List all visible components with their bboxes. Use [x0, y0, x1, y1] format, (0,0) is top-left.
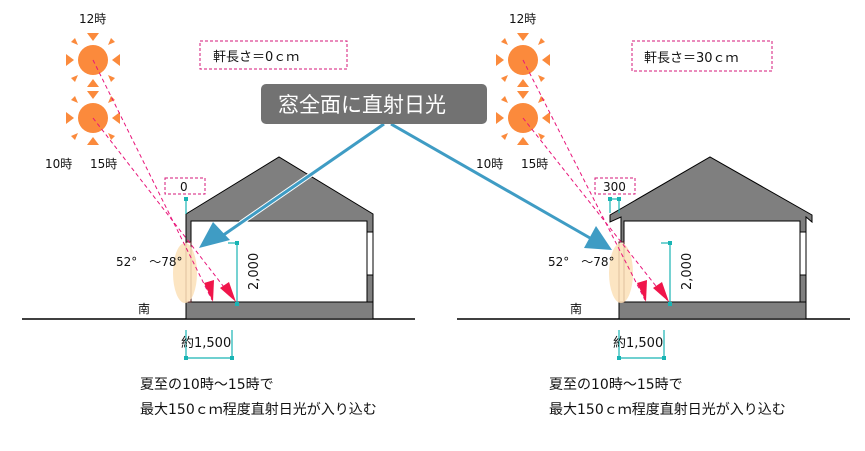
sun-ray-noon — [92, 59, 213, 301]
caption-line-2: 最大150ｃｍ程度直射日光が入り込む — [140, 401, 377, 418]
depth-dim-label: 約1,500 — [613, 336, 663, 351]
glare-ellipse — [173, 243, 197, 303]
callout-arrowhead-left — [199, 222, 230, 248]
sun-15-label: 15時 — [521, 157, 548, 171]
eave-dim-box — [164, 177, 206, 195]
sun-ray-low — [92, 117, 235, 301]
caption-line-1: 夏至の10時～15時で — [140, 377, 274, 393]
ray-arrowhead-1 — [637, 280, 647, 302]
sun-ray-low — [522, 117, 668, 301]
house-section — [609, 156, 813, 320]
callout-arrowhead-right — [584, 226, 612, 250]
sun-10-label: 10時 — [476, 157, 503, 171]
eave-length-label: 軒長さ＝30ｃｍ — [644, 51, 739, 66]
eave-dim-value: 0 — [180, 180, 188, 194]
callout-box — [261, 84, 487, 124]
glare-ellipse — [609, 243, 633, 303]
height-dim-label: 2,000 — [247, 253, 262, 290]
callout-arrow-right — [390, 122, 591, 240]
height-dim-label: 2,000 — [680, 253, 695, 290]
ray-arrowhead-2 — [653, 282, 669, 302]
sun-15-label: 15時 — [90, 157, 117, 171]
ray-arrowhead-1 — [204, 280, 214, 302]
eave-dim-value: 300 — [603, 180, 626, 194]
south-label: 南 — [138, 301, 150, 316]
sun-noon-label: 12時 — [509, 12, 536, 26]
callout-arrow-left — [221, 122, 385, 238]
eave-dim-box — [594, 177, 636, 195]
panel-right: 12時 10時 15時 軒長さ＝30ｃｍ 300 52° ～78° 南 2,00 — [457, 12, 850, 418]
callout: 窓全面に直射日光 — [199, 84, 612, 250]
south-label: 南 — [570, 301, 582, 316]
caption-line-1: 夏至の10時～15時で — [549, 377, 683, 393]
depth-dim-label: 約1,500 — [181, 336, 231, 351]
sun-10-label: 10時 — [45, 157, 72, 171]
eave-length-box — [199, 40, 348, 70]
angle-label: 52° ～78° — [548, 255, 615, 269]
eave-length-label: 軒長さ＝0ｃｍ — [213, 50, 299, 65]
ray-arrowhead-2 — [220, 282, 236, 302]
sun-noon-label: 12時 — [79, 12, 106, 26]
eave-length-box — [631, 40, 773, 72]
panel-left: 12時 10時 15時 軒長さ＝0ｃｍ 0 52° ～78° 南 — [22, 12, 415, 418]
angle-label: 52° ～78° — [116, 255, 183, 269]
callout-text: 窓全面に直射日光 — [278, 93, 446, 117]
caption-line-2: 最大150ｃｍ程度直射日光が入り込む — [549, 401, 786, 418]
sun-ray-noon — [522, 59, 646, 301]
